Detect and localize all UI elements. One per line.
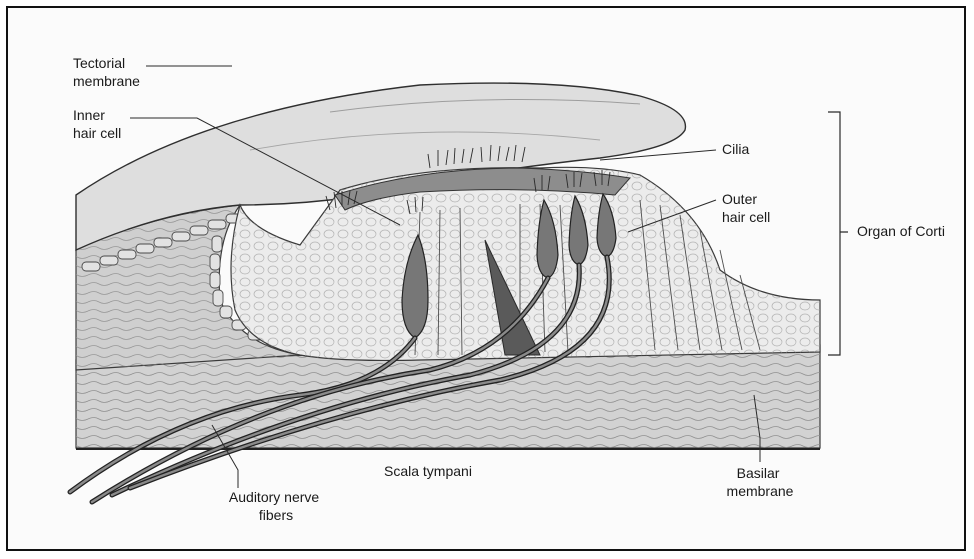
label-tectorial-membrane: Tectorial membrane (73, 55, 140, 89)
label-cilia: Cilia (722, 141, 749, 157)
label-basilar-membrane: Basilar membrane (727, 465, 794, 499)
label-inner-hair-cell: Inner hair cell (73, 107, 121, 141)
label-auditory-nerve-fibers: Auditory nerve fibers (229, 489, 323, 523)
label-outer-hair-cell: Outer hair cell (722, 191, 770, 225)
label-organ-of-corti: Organ of Corti (857, 223, 945, 239)
organ-of-corti-bracket (828, 112, 848, 355)
label-scala-tympani: Scala tympani (384, 463, 472, 479)
